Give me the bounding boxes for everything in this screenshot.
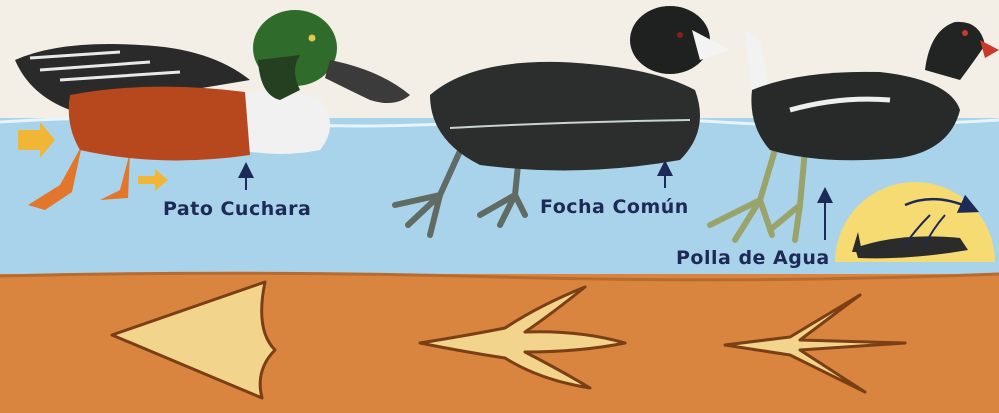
label-pato-cuchara: Pato Cuchara (163, 198, 311, 220)
label-focha-comun: Focha Común (540, 196, 689, 218)
label-polla-de-agua: Polla de Agua (676, 247, 830, 269)
